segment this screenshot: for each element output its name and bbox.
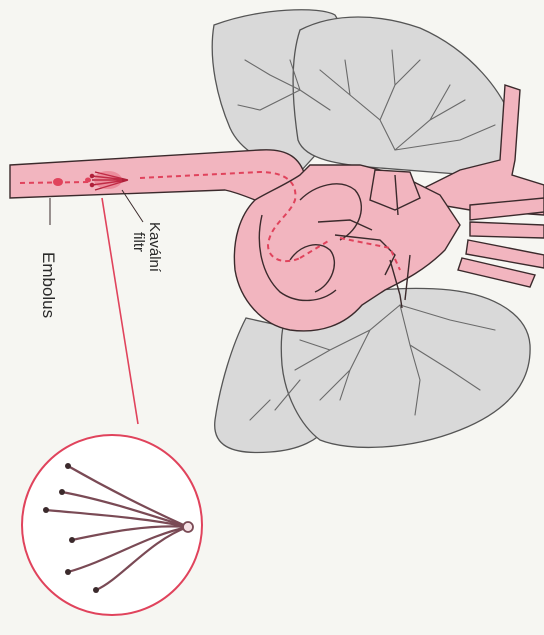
filter-label-line1: Kavální (146, 222, 163, 273)
great-vessel-2 (470, 222, 544, 238)
embolus-label: Embolus (39, 252, 58, 318)
filter-leader-line (122, 190, 143, 222)
filter-label-line2: filtr (130, 232, 147, 252)
magnified-filter-inset (22, 435, 202, 615)
embolus-clot-2 (85, 178, 91, 183)
embolus-clot (53, 178, 63, 186)
filter-apex (183, 522, 193, 532)
leader-lines (50, 190, 143, 424)
upper-lung-right-lobe (293, 17, 515, 175)
